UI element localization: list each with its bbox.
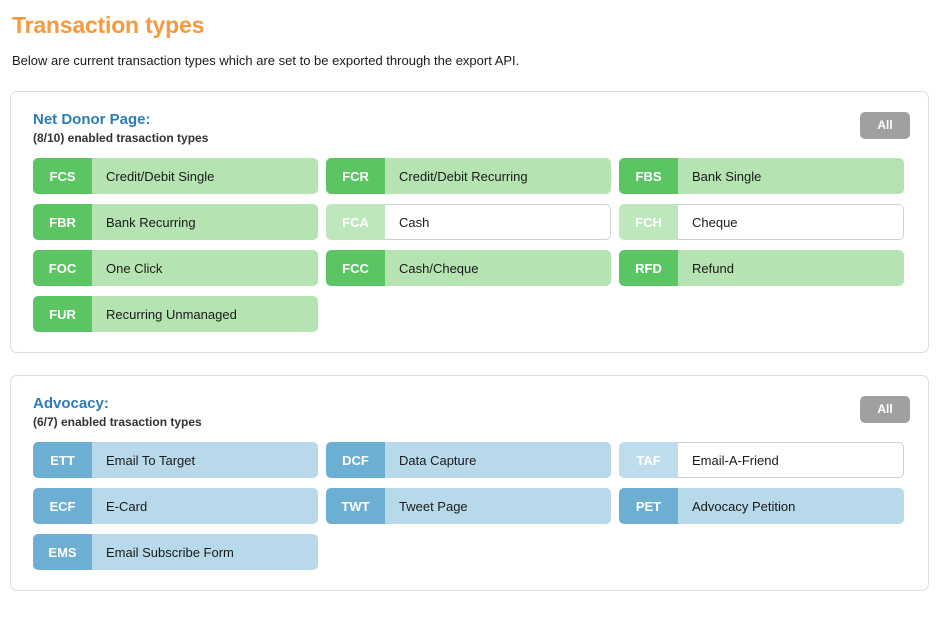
panel-net-donor-page: Net Donor Page: (8/10) enabled trasaction…	[10, 91, 929, 353]
transaction-type-code: FBS	[619, 158, 678, 194]
transaction-type-code: ETT	[33, 442, 92, 478]
all-button[interactable]: All	[860, 112, 910, 139]
panel-subtitle: (8/10) enabled trasaction types	[33, 131, 209, 145]
transaction-type-code: RFD	[619, 250, 678, 286]
all-button[interactable]: All	[860, 396, 910, 423]
transaction-type-code: FCA	[326, 204, 385, 240]
transaction-type-label: Credit/Debit Single	[92, 158, 318, 194]
transaction-type-code: ECF	[33, 488, 92, 524]
transaction-type-code: EMS	[33, 534, 92, 570]
transaction-type-label: Email Subscribe Form	[92, 534, 318, 570]
transaction-type-label: Refund	[678, 250, 904, 286]
transaction-type-label: Tweet Page	[385, 488, 611, 524]
sections-container: Net Donor Page: (8/10) enabled trasaction…	[10, 91, 929, 591]
transaction-type-label: Bank Single	[678, 158, 904, 194]
panel-title: Net Donor Page:	[33, 111, 151, 128]
panel-header: Net Donor Page: (8/10) enabled trasaction…	[29, 110, 910, 146]
transaction-type-label: Advocacy Petition	[678, 488, 904, 524]
transaction-type-label: Recurring Unmanaged	[92, 296, 318, 332]
transaction-type-code: FBR	[33, 204, 92, 240]
page-title: Transaction types	[12, 12, 205, 38]
transaction-type-label: Cheque	[678, 204, 904, 240]
transaction-type-label: Email To Target	[92, 442, 318, 478]
transaction-type-code: FCH	[619, 204, 678, 240]
transaction-type-code: FCC	[326, 250, 385, 286]
page-description: Below are current transaction types whic…	[12, 53, 520, 68]
transaction-type-label: Data Capture	[385, 442, 611, 478]
transaction-type-label: Bank Recurring	[92, 204, 318, 240]
transaction-type-code: FUR	[33, 296, 92, 332]
panel-title: Advocacy:	[33, 395, 109, 412]
transaction-type-code: DCF	[326, 442, 385, 478]
transaction-type-label: Cash	[385, 204, 611, 240]
transaction-type-code: TAF	[619, 442, 678, 478]
transaction-type-code: TWT	[326, 488, 385, 524]
transaction-type-code: PET	[619, 488, 678, 524]
transaction-type-code: FCS	[33, 158, 92, 194]
transaction-type-code: FCR	[326, 158, 385, 194]
panel-subtitle: (6/7) enabled trasaction types	[33, 415, 202, 429]
transaction-type-label: Credit/Debit Recurring	[385, 158, 611, 194]
transaction-type-label: E-Card	[92, 488, 318, 524]
transaction-type-label: One Click	[92, 250, 318, 286]
transaction-type-label: Cash/Cheque	[385, 250, 611, 286]
panel-header: Advocacy: (6/7) enabled trasaction types A…	[29, 394, 910, 430]
transaction-type-code: FOC	[33, 250, 92, 286]
transaction-type-label: Email-A-Friend	[678, 442, 904, 478]
